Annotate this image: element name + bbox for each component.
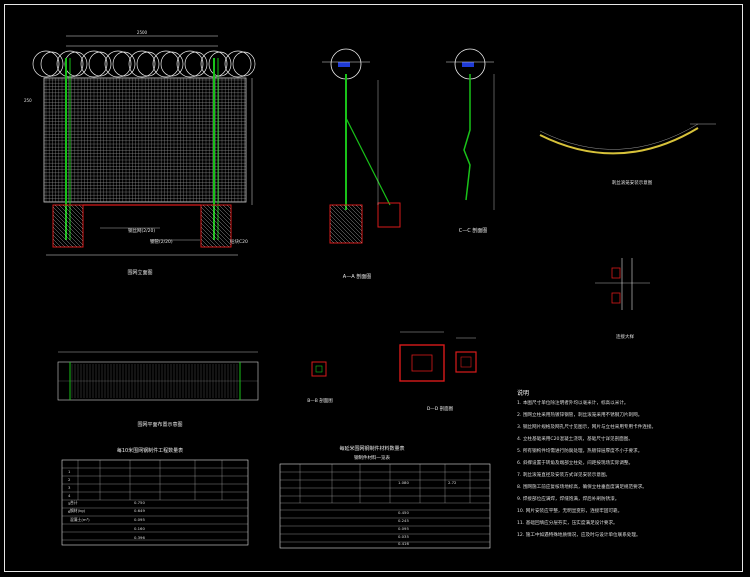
table-left-total-2: 钢材(kg) (70, 508, 86, 513)
elevation-callout-concrete: 砼块C20 (230, 238, 248, 245)
note-line: 5. 所有钢构件均需进行防腐处理，热镀锌层厚度不小于要求。 (517, 449, 643, 454)
table-left-value-4: 0.160 (134, 526, 145, 531)
plan-view-title: 围网平面布置示意图 (137, 421, 182, 428)
razor-detail-view: 刺丝滚笼安装示意图 (539, 123, 716, 186)
foundation-right (200, 204, 232, 248)
razor-detail-title: 刺丝滚笼安装示意图 (612, 179, 653, 186)
section-dd-view: D—D 剖面图 (399, 331, 477, 412)
mesh-panel (43, 77, 247, 203)
note-line: 3. 钢丝网片规格及网孔尺寸见图示，网片与立柱采用专用卡件连接。 (517, 425, 657, 430)
table-left-row-number: 2 (68, 477, 71, 482)
section-bb-title: B—B 剖面图 (307, 397, 333, 404)
note-line: 11. 基础回填应分层夯实，压实度满足设计要求。 (517, 521, 618, 526)
note-line: 6. 斜撑设置于转角及端部立柱处，间距按现场实际调整。 (517, 461, 634, 466)
note-line: 8. 围网施工前应复核场地标高，确保立柱垂直度满足规范要求。 (517, 485, 647, 490)
elevation-callout-mesh: 钢丝网(2/20) (128, 227, 155, 234)
brace-aa (345, 117, 391, 206)
drawing-border (4, 4, 743, 572)
elevation-top-dimension: 2500 (137, 30, 148, 35)
section-aa-title: A—A 剖面图 (343, 273, 371, 280)
table-right-subtitle: 钢制件材料一览表 (354, 454, 390, 461)
note-line: 2. 围网立柱采用热镀锌钢管，刺丝滚笼采用不锈钢刀片刺网。 (517, 413, 643, 418)
notes-title: 说明 (517, 390, 530, 397)
post-cc (463, 74, 471, 201)
table-right-value-3: 0.450 (398, 510, 409, 515)
foundation-hatch-left (52, 204, 84, 248)
table-right-value-2: 2.72 (448, 480, 457, 485)
note-line: 4. 立柱基础采用C20混凝土浇筑，基础尺寸详见剖面图。 (517, 437, 633, 442)
elevation-view: 2500 250 钢丝网(2/20) 钢管(2/20) 砼块C20 围网立面图 (24, 30, 256, 276)
table-left-row-number: 3 (68, 485, 71, 490)
notes-block: 说明 1. 本图尺寸单位除注明者外均以毫米计，标高以米计。 2. 围网立柱采用热镀… (517, 388, 739, 550)
section-bb-view: B—B 剖面图 (307, 361, 333, 404)
note-line: 1. 本图尺寸单位除注明者外均以毫米计，标高以米计。 (517, 401, 629, 406)
note-line: 10. 网片安装应平整，无明显变形，连接牢固可靠。 (517, 509, 623, 514)
foundation-left (52, 204, 84, 248)
section-aa-view: A—A 剖面图 (322, 48, 401, 280)
razor-curve (539, 127, 699, 155)
table-right-value-7: 0.416 (398, 541, 409, 546)
note-line: 12. 施工中如遇特殊地质情况，应及时与设计单位联系处理。 (517, 533, 641, 538)
table-left-total-3: 混凝土(m³) (70, 517, 90, 522)
table-right-title: 每延米围网钢制件材料数量表 (339, 445, 404, 452)
section-cc-view: C—C 剖面图 (446, 48, 495, 234)
table-left-value-3: 0.095 (134, 517, 145, 522)
cap-aa (338, 62, 350, 67)
joint-detail-view: 连接大样 (595, 258, 650, 340)
section-cc-title: C—C 剖面图 (459, 227, 488, 234)
mesh-grid (44, 78, 246, 202)
note-line: 9. 焊接部位应满焊，焊缝饱满，焊后补刷防锈漆。 (517, 497, 620, 502)
table-left-value-2: 0.649 (134, 508, 145, 513)
foundation-hatch-right (200, 204, 232, 248)
table-left-row-number: 6 (68, 509, 71, 514)
elevation-callout-pipe: 钢管(2/20) (150, 238, 173, 245)
elevation-left-label: 250 (24, 98, 32, 103)
table-left-row-number: 1 (68, 469, 71, 474)
table-left-total-1: 合计 (70, 500, 78, 505)
table-right-value-1: 1.080 (398, 480, 409, 485)
note-line: 7. 刺丝滚笼直径及安装方式详见安装示意图。 (517, 473, 611, 478)
elevation-title: 围网立面图 (127, 269, 152, 276)
table-right-value-5: 0.095 (398, 526, 409, 531)
table-left-row-number: 4 (68, 493, 71, 498)
quantity-table-left: 每10米围网钢制件工程数量表 0.750 0.649 0.095 0.160 0… (61, 447, 249, 546)
table-left-value-1: 0.750 (134, 500, 145, 505)
quantity-table-right: 每延米围网钢制件材料数量表 钢制件材料一览表 1.080 2.72 0.450 … (279, 445, 491, 549)
section-dd-title: D—D 剖面图 (427, 405, 454, 412)
table-right-value-4: 0.245 (398, 518, 409, 523)
foundation-aa-brace (377, 202, 401, 228)
table-left-row-number: 5 (68, 501, 71, 506)
table-right-value-6: 0.035 (398, 534, 409, 539)
cap-cc (462, 62, 474, 67)
joint-detail-title: 连接大样 (616, 333, 634, 340)
plan-view: 围网平面布置示意图 (57, 351, 259, 428)
table-left-value-5: 0.396 (134, 535, 145, 540)
table-left-title: 每10米围网钢制件工程数量表 (117, 447, 183, 454)
